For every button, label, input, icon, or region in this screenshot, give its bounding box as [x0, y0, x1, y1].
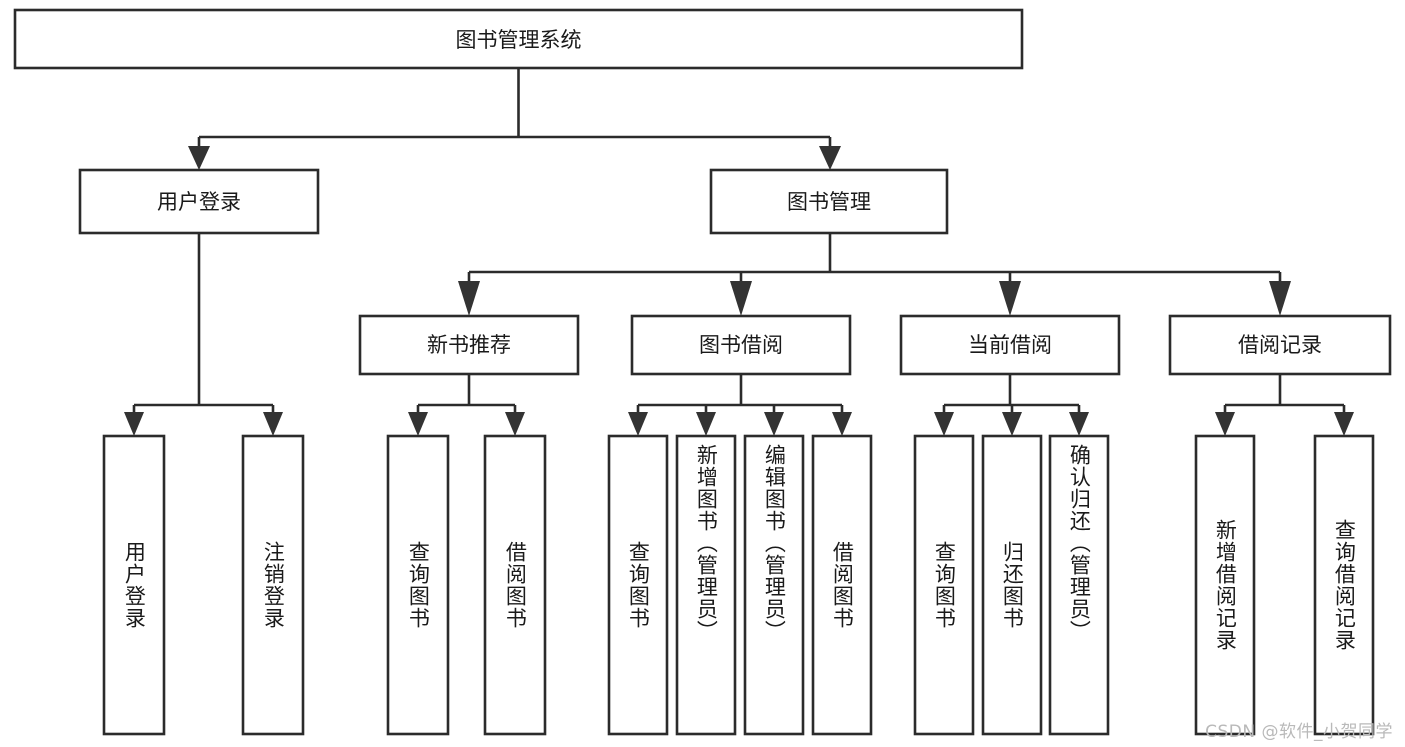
- arrowhead-icon: [999, 281, 1021, 316]
- leaf-box-add-borrow-record[interactable]: [1194, 434, 1256, 736]
- node-root-box[interactable]: [13, 8, 1024, 70]
- arrowhead-icon: [408, 412, 428, 436]
- arrowhead-icon: [1069, 412, 1089, 436]
- node-new-book-box[interactable]: [358, 314, 580, 376]
- leaf-box-logout[interactable]: [241, 434, 305, 736]
- arrowhead-icon: [1215, 412, 1235, 436]
- leaf-box-confirm-return-admin[interactable]: [1048, 434, 1110, 736]
- leaf-box-return-book[interactable]: [981, 434, 1043, 736]
- leaf-box-query-book-borrow[interactable]: [607, 434, 669, 736]
- leaf-box-add-book-admin[interactable]: [675, 434, 737, 736]
- leaf-box-borrow-book-newbook[interactable]: [483, 434, 547, 736]
- node-user-login-label: 用户登录: [157, 190, 241, 214]
- arrowhead-icon: [696, 412, 716, 436]
- arrowhead-icon: [505, 412, 525, 436]
- node-new-book-label: 新书推荐: [427, 333, 511, 357]
- arrowhead-icon: [934, 412, 954, 436]
- node-box-layer: 图书管理系统 用户登录 图书管理 新书推荐 图书借阅 当前借阅 借阅记录: [13, 8, 1392, 736]
- node-book-borrow-label: 图书借阅: [699, 333, 783, 357]
- node-borrow-record-box[interactable]: [1168, 314, 1392, 376]
- arrowhead-icon: [458, 281, 480, 316]
- leaf-box-edit-book-admin[interactable]: [743, 434, 805, 736]
- node-current-borrow-box[interactable]: [899, 314, 1121, 376]
- arrowhead-icon: [628, 412, 648, 436]
- node-book-manage-box[interactable]: [709, 168, 949, 235]
- node-borrow-record-label: 借阅记录: [1238, 333, 1322, 357]
- arrowhead-layer: [124, 146, 1354, 436]
- leaf-box-query-borrow-record[interactable]: [1313, 434, 1375, 736]
- leaf-box-query-book-newbook[interactable]: [386, 434, 450, 736]
- leaf-box-borrow-book[interactable]: [811, 434, 873, 736]
- node-root-label: 图书管理系统: [456, 28, 582, 52]
- node-book-borrow-box[interactable]: [630, 314, 852, 376]
- leaf-box-query-book-current[interactable]: [913, 434, 975, 736]
- watermark: CSDN @软件_小贺同学: [1205, 722, 1393, 742]
- node-book-manage-label: 图书管理: [787, 190, 871, 214]
- arrowhead-icon: [263, 412, 283, 436]
- arrowhead-icon: [124, 412, 144, 436]
- arrowhead-icon: [832, 412, 852, 436]
- arrowhead-icon: [1269, 281, 1291, 316]
- arrowhead-icon: [764, 412, 784, 436]
- arrowhead-icon: [730, 281, 752, 316]
- node-user-login-box[interactable]: [78, 168, 320, 235]
- arrowhead-icon: [1334, 412, 1354, 436]
- arrowhead-icon: [1002, 412, 1022, 436]
- arrowhead-icon: [819, 146, 841, 170]
- leaf-box-user-login[interactable]: [102, 434, 166, 736]
- node-current-borrow-label: 当前借阅: [968, 333, 1052, 357]
- arrowhead-icon: [188, 146, 210, 170]
